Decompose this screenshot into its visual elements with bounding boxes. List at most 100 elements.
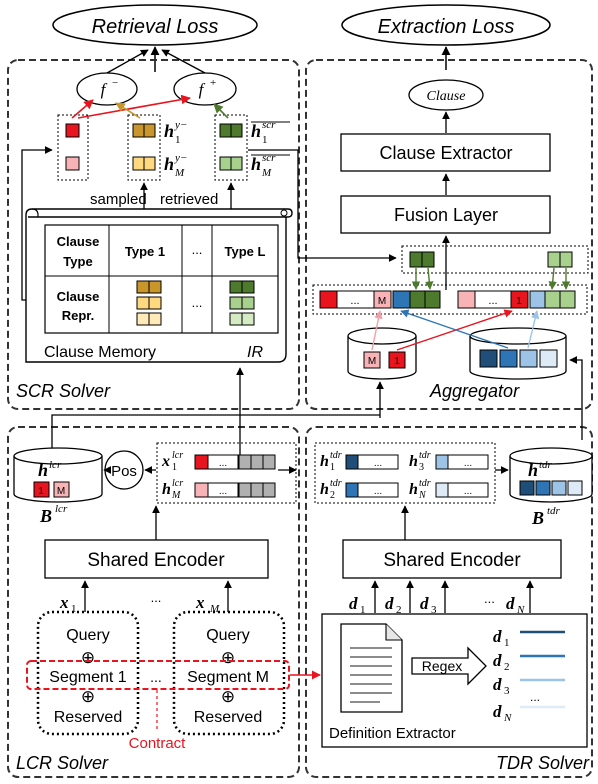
svg-text:M: M bbox=[171, 490, 181, 501]
svg-text:h: h bbox=[320, 453, 329, 470]
svg-text:...: ... bbox=[374, 458, 382, 469]
svg-text:tdr: tdr bbox=[419, 450, 431, 461]
svg-text:1: 1 bbox=[330, 462, 335, 473]
svg-text:1: 1 bbox=[516, 296, 522, 307]
svg-text:h: h bbox=[409, 453, 418, 470]
svg-text:1: 1 bbox=[175, 134, 181, 146]
retrieved-h-group bbox=[214, 114, 248, 181]
svg-text:1: 1 bbox=[172, 462, 177, 473]
xM-label: x bbox=[195, 593, 205, 612]
clause-memory: Clause Type Type 1 ... Type L Clause Rep… bbox=[25, 208, 293, 363]
svg-text:...: ... bbox=[530, 690, 540, 704]
svg-text:M: M bbox=[368, 356, 376, 367]
svg-text:y−: y− bbox=[174, 119, 187, 131]
retrieved-clauses-group bbox=[401, 245, 589, 274]
retrieval-loss-node: Retrieval Loss bbox=[52, 4, 258, 46]
scr-solver-panel bbox=[7, 59, 300, 410]
svg-text:M: M bbox=[378, 296, 386, 307]
svg-text:⊕: ⊕ bbox=[221, 648, 235, 667]
arrow-retrieved-to-fusion bbox=[248, 149, 397, 262]
svg-text:1: 1 bbox=[360, 604, 366, 616]
svg-text:lcr: lcr bbox=[172, 478, 183, 489]
lcr-solver-title: LCR Solver bbox=[16, 753, 109, 773]
svg-text:h: h bbox=[320, 481, 329, 498]
svg-text:Clause: Clause bbox=[57, 234, 100, 249]
aggregated-sequence bbox=[312, 284, 588, 315]
tdr-shared-encoder bbox=[342, 539, 562, 579]
ir-label: IR bbox=[247, 344, 263, 361]
contract-label: Contract bbox=[129, 735, 187, 752]
aggregation-panel bbox=[305, 59, 593, 410]
svg-text:d: d bbox=[349, 594, 358, 613]
segment-M-label: Segment M bbox=[187, 669, 269, 686]
definition-tokens: d 1 d 2 d 3 ... d N bbox=[349, 580, 534, 616]
aggregator-title: Aggregator bbox=[429, 381, 520, 401]
query-label-M: Query bbox=[206, 627, 250, 644]
clause-extractor-box bbox=[340, 133, 551, 172]
svg-text:1: 1 bbox=[504, 637, 510, 649]
svg-text:N: N bbox=[516, 604, 525, 616]
svg-text:⊕: ⊕ bbox=[81, 648, 95, 667]
fusion-layer-box bbox=[340, 195, 551, 234]
retrieved-label: retrieved bbox=[160, 191, 218, 208]
clause-extractor-label: Clause Extractor bbox=[379, 143, 512, 163]
svg-text:2: 2 bbox=[330, 490, 335, 501]
svg-text:M: M bbox=[174, 167, 185, 179]
svg-text:f: f bbox=[199, 80, 206, 99]
definition-extractor-label: Definition Extractor bbox=[329, 725, 456, 742]
input-block-1 bbox=[36, 610, 140, 736]
retrieval-loss-label: Retrieval Loss bbox=[92, 16, 219, 38]
b-lcr-label: B bbox=[39, 506, 52, 526]
arrow-query-to-fminus bbox=[71, 99, 94, 119]
hM-neg-label: h bbox=[164, 154, 174, 174]
svg-text:...: ... bbox=[219, 458, 227, 469]
extraction-loss-node: Extraction Loss bbox=[341, 4, 551, 46]
segment-1-label: Segment 1 bbox=[49, 669, 126, 686]
query-vector-M bbox=[65, 156, 80, 171]
svg-text:...: ... bbox=[219, 486, 227, 497]
query-vector-group bbox=[57, 114, 89, 181]
definition-list: d 1 d 2 d 3 ... d N bbox=[493, 627, 565, 724]
svg-text:scr: scr bbox=[262, 119, 276, 131]
hM-scr-label: h bbox=[251, 154, 261, 174]
svg-text:h: h bbox=[38, 460, 48, 480]
svg-text:3: 3 bbox=[431, 604, 437, 616]
clause-output-node: Clause bbox=[408, 79, 484, 111]
b-tdr-cylinder: h tdr bbox=[509, 447, 593, 503]
reserved-label-1: Reserved bbox=[54, 709, 122, 726]
svg-text:1: 1 bbox=[262, 134, 268, 146]
svg-text:tdr: tdr bbox=[539, 459, 553, 471]
f-minus-node: f − bbox=[76, 72, 138, 106]
svg-text:lcr: lcr bbox=[172, 450, 183, 461]
contract-segments bbox=[26, 660, 290, 690]
svg-text:Repr.: Repr. bbox=[62, 308, 95, 323]
svg-text:...: ... bbox=[192, 242, 203, 257]
svg-text:Pos: Pos bbox=[111, 463, 137, 480]
svg-text:tdr: tdr bbox=[419, 478, 431, 489]
svg-text:3: 3 bbox=[504, 685, 510, 697]
lcr-shared-encoder-label: Shared Encoder bbox=[87, 550, 225, 571]
h1-neg-label: h bbox=[164, 121, 174, 141]
b-lcr-cylinder: h lcr 1 M bbox=[13, 447, 103, 503]
arrow-fminus-to-loss bbox=[106, 49, 149, 74]
svg-text:...: ... bbox=[374, 486, 382, 497]
svg-text:−: − bbox=[112, 77, 118, 89]
fusion-layer-label: Fusion Layer bbox=[394, 205, 498, 225]
svg-text:...: ... bbox=[488, 295, 497, 307]
svg-text:⊕: ⊕ bbox=[81, 687, 95, 706]
svg-text:...: ... bbox=[192, 295, 203, 310]
svg-text:...: ... bbox=[150, 669, 162, 685]
svg-text:3: 3 bbox=[419, 462, 424, 473]
tdr-hidden-states bbox=[314, 442, 496, 504]
arrow-query-to-fplus bbox=[77, 94, 191, 119]
reserved-label-M: Reserved bbox=[194, 709, 262, 726]
svg-text:N: N bbox=[503, 712, 512, 724]
x1-label: x bbox=[59, 593, 69, 612]
svg-text:+: + bbox=[210, 77, 216, 89]
svg-text:...: ... bbox=[350, 295, 359, 307]
negative-h-group bbox=[127, 114, 161, 181]
svg-text:d: d bbox=[493, 675, 502, 694]
svg-text:Type 1: Type 1 bbox=[125, 244, 165, 259]
svg-text:d: d bbox=[420, 594, 429, 613]
